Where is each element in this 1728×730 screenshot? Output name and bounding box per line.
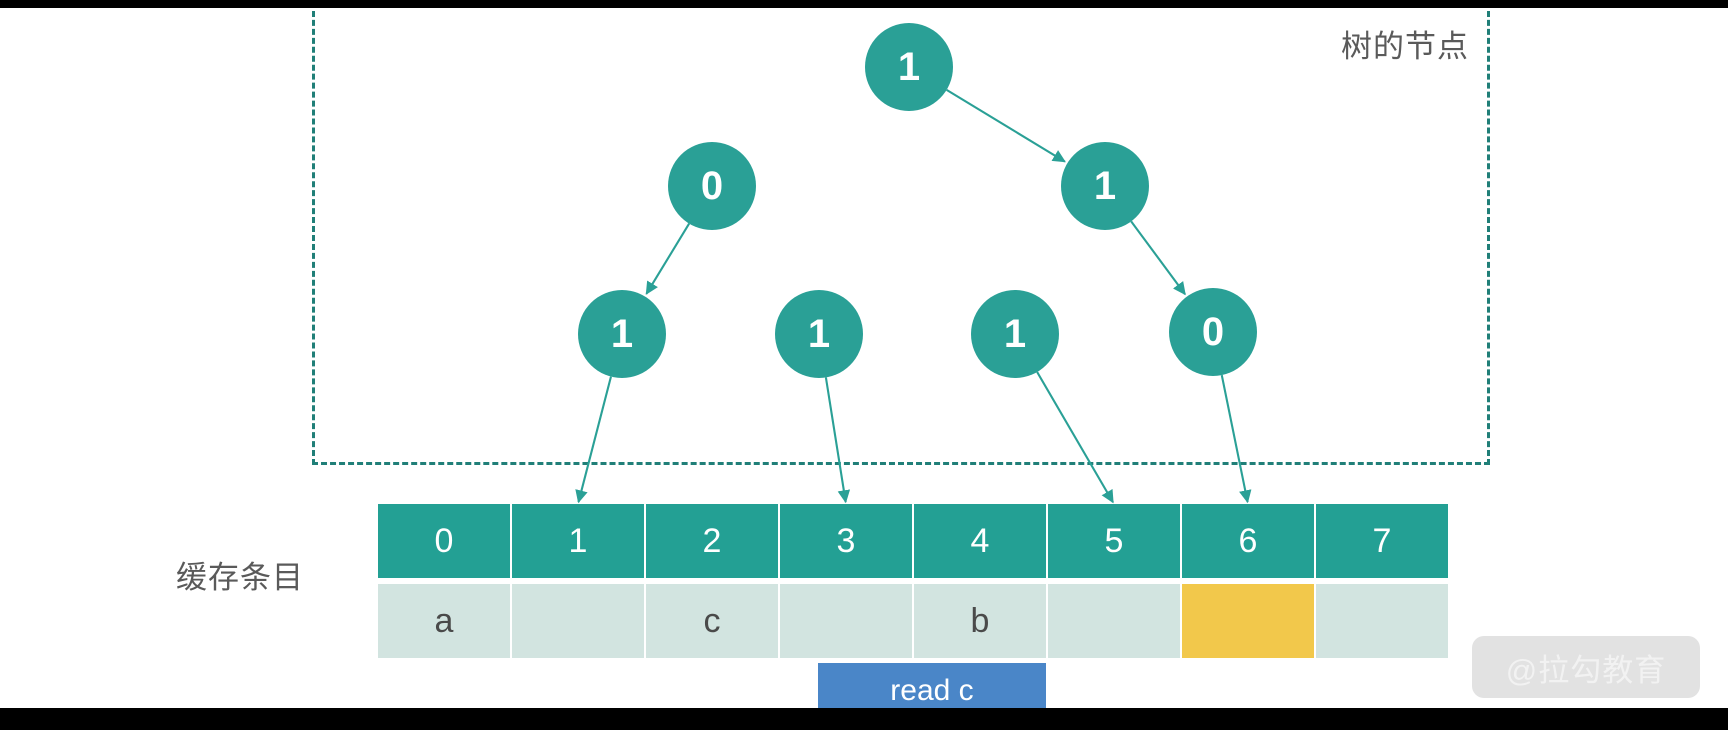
cache-index-cell: 6 <box>1182 504 1314 578</box>
tree-region-label: 树的节点 <box>1341 29 1469 64</box>
cache-index-cell: 3 <box>780 504 912 578</box>
cache-index-cell: 2 <box>646 504 778 578</box>
tree-node-leaf3: 0 <box>1169 288 1257 376</box>
cache-entries-label: 缓存条目 <box>176 560 304 595</box>
tree-node-leaf1: 1 <box>775 290 863 378</box>
tree-node-leaf0: 1 <box>578 290 666 378</box>
cache-value-cell: a <box>378 584 510 658</box>
letterbox-top <box>0 0 1728 8</box>
cache-value-cell: b <box>914 584 1046 658</box>
tree-node-leaf2: 1 <box>971 290 1059 378</box>
cache-index-cell: 4 <box>914 504 1046 578</box>
cache-value-cell <box>1316 584 1448 658</box>
cache-index-cell: 1 <box>512 504 644 578</box>
cache-index-cell: 0 <box>378 504 510 578</box>
cache-index-cell: 5 <box>1048 504 1180 578</box>
letterbox-bottom <box>0 708 1728 730</box>
tree-node-l1: 0 <box>668 142 756 230</box>
tree-node-root: 1 <box>865 23 953 111</box>
cache-value-cell <box>1182 584 1314 658</box>
cache-value-cell <box>512 584 644 658</box>
tree-node-r1: 1 <box>1061 142 1149 230</box>
cache-index-cell: 7 <box>1316 504 1448 578</box>
watermark-badge: @拉勾教育 <box>1472 636 1700 698</box>
cache-value-cell: c <box>646 584 778 658</box>
cache-value-cell <box>780 584 912 658</box>
cache-value-cell <box>1048 584 1180 658</box>
